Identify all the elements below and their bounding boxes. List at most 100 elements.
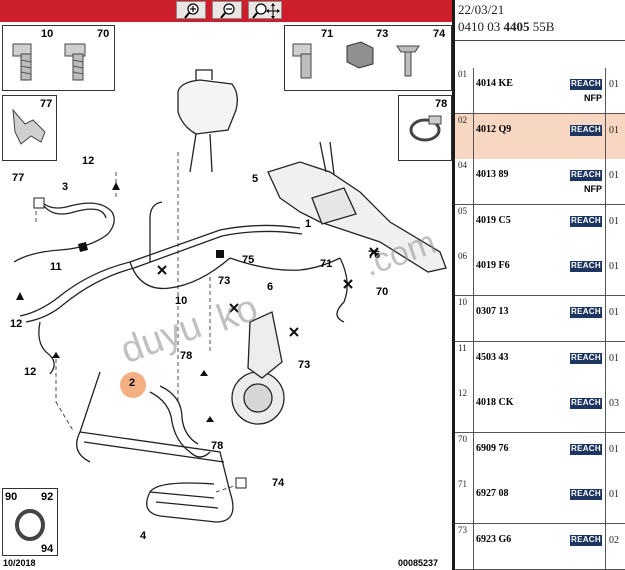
part-box-71-73-74[interactable]: 71 73 74 bbox=[284, 25, 452, 91]
row-reference[interactable]: 6909 76 bbox=[476, 443, 509, 454]
row-divider-left bbox=[473, 478, 474, 523]
row-reference[interactable]: 4013 89 bbox=[476, 169, 509, 180]
screw-icon bbox=[12, 43, 86, 81]
callout-11[interactable]: 11 bbox=[50, 261, 62, 273]
reach-badge: REACH bbox=[570, 489, 602, 500]
callout-71[interactable]: 71 bbox=[320, 258, 333, 270]
diagram-code: 00085237 bbox=[398, 558, 439, 568]
row-nfp: NFP bbox=[584, 93, 602, 103]
part-box-90-92-94[interactable]: 90 92 94 bbox=[2, 488, 58, 556]
row-position: 04 bbox=[458, 160, 467, 170]
box-number-90: 90 bbox=[5, 491, 18, 503]
part-box-78[interactable]: 78 bbox=[398, 95, 452, 161]
callout-4[interactable]: 4 bbox=[140, 530, 147, 542]
callout-12-top[interactable]: 12 bbox=[82, 155, 95, 167]
callout-70[interactable]: 70 bbox=[376, 286, 389, 298]
row-divider-left bbox=[473, 68, 474, 113]
row-divider-left bbox=[473, 250, 474, 295]
row-reference[interactable]: 6927 08 bbox=[476, 488, 509, 499]
parts-diagram[interactable]: 10 70 77 71 73 74 78 bbox=[0, 0, 455, 570]
row-reference[interactable]: 0307 13 bbox=[476, 306, 509, 317]
callout-3[interactable]: 3 bbox=[62, 181, 69, 193]
zoom-out-button[interactable] bbox=[212, 1, 242, 19]
part-box-10-70[interactable]: 10 70 bbox=[2, 25, 115, 91]
reach-badge: REACH bbox=[570, 170, 602, 181]
row-divider-right bbox=[605, 524, 606, 569]
callout-76[interactable]: 76 bbox=[368, 249, 381, 261]
fastener-icons bbox=[292, 41, 420, 79]
panel-reference: 0410 03 4405 55B bbox=[458, 19, 554, 35]
box-number-94: 94 bbox=[41, 543, 54, 555]
row-quantity: 01 bbox=[609, 353, 619, 364]
callout-2[interactable]: 2 bbox=[129, 377, 136, 389]
row-reference[interactable]: 4018 CK bbox=[476, 397, 514, 408]
callout-6[interactable]: 6 bbox=[267, 281, 274, 293]
zoom-move-button[interactable] bbox=[248, 1, 282, 19]
row-position: 73 bbox=[458, 525, 467, 535]
reach-badge: REACH bbox=[570, 398, 602, 409]
row-reference[interactable]: 4019 C5 bbox=[476, 215, 511, 226]
box-number-71: 71 bbox=[321, 28, 334, 40]
position-2-highlight[interactable] bbox=[120, 372, 146, 398]
row-reference[interactable]: 4503 43 bbox=[476, 352, 509, 363]
row-reference[interactable]: 6923 G6 bbox=[476, 534, 512, 545]
zoom-out-icon bbox=[220, 3, 235, 19]
row-reference[interactable]: 4014 KE bbox=[476, 78, 513, 89]
callout-77[interactable]: 77 bbox=[12, 172, 25, 184]
callout-75[interactable]: 75 bbox=[242, 254, 255, 266]
zoom-move-icon bbox=[252, 3, 280, 19]
bracket-icon bbox=[12, 108, 46, 145]
row-position: 05 bbox=[458, 206, 467, 216]
row-reference[interactable]: 4019 F6 bbox=[476, 260, 510, 271]
row-divider-right bbox=[605, 433, 606, 478]
reach-badge: REACH bbox=[570, 444, 602, 455]
zoom-in-button[interactable] bbox=[176, 1, 206, 19]
callout-73-right[interactable]: 73 bbox=[298, 359, 311, 371]
callout-10[interactable]: 10 bbox=[175, 295, 188, 307]
callout-1[interactable]: 1 bbox=[305, 218, 312, 230]
part-box-77[interactable]: 77 bbox=[2, 95, 57, 161]
callout-12-lower[interactable]: 12 bbox=[24, 366, 37, 378]
row-divider-right bbox=[605, 250, 606, 295]
power-steering-drawing bbox=[13, 69, 447, 523]
callout-74[interactable]: 74 bbox=[272, 477, 285, 489]
callout-73-left[interactable]: 73 bbox=[218, 275, 231, 287]
callout-78-lower[interactable]: 78 bbox=[211, 440, 224, 452]
ref-bold: 4405 bbox=[503, 19, 530, 34]
row-quantity: 01 bbox=[609, 125, 619, 136]
box-number-92: 92 bbox=[41, 491, 54, 503]
row-divider-left bbox=[473, 296, 474, 341]
row-divider-right bbox=[605, 68, 606, 113]
row-divider-right bbox=[605, 114, 606, 159]
row-quantity: 01 bbox=[609, 216, 619, 227]
box-number-78: 78 bbox=[435, 98, 448, 110]
zoom-in-icon bbox=[184, 3, 199, 19]
row-position: 10 bbox=[458, 297, 467, 307]
callout-12-left[interactable]: 12 bbox=[10, 318, 23, 330]
reach-badge: REACH bbox=[570, 79, 602, 90]
box-number-73: 73 bbox=[376, 28, 389, 40]
callout-5[interactable]: 5 bbox=[252, 173, 259, 185]
row-quantity: 02 bbox=[609, 535, 619, 546]
row-reference[interactable]: 4012 Q9 bbox=[476, 124, 512, 135]
callout-78-upper[interactable]: 78 bbox=[180, 350, 193, 362]
row-divider-left bbox=[473, 342, 474, 387]
panel-divider bbox=[452, 0, 455, 570]
diagram-date: 10/2018 bbox=[3, 558, 36, 568]
row-quantity: 01 bbox=[609, 170, 619, 181]
row-divider-left bbox=[473, 159, 474, 204]
row-quantity: 01 bbox=[609, 489, 619, 500]
panel-date: 22/03/21 bbox=[458, 2, 505, 17]
reach-badge: REACH bbox=[570, 125, 602, 136]
